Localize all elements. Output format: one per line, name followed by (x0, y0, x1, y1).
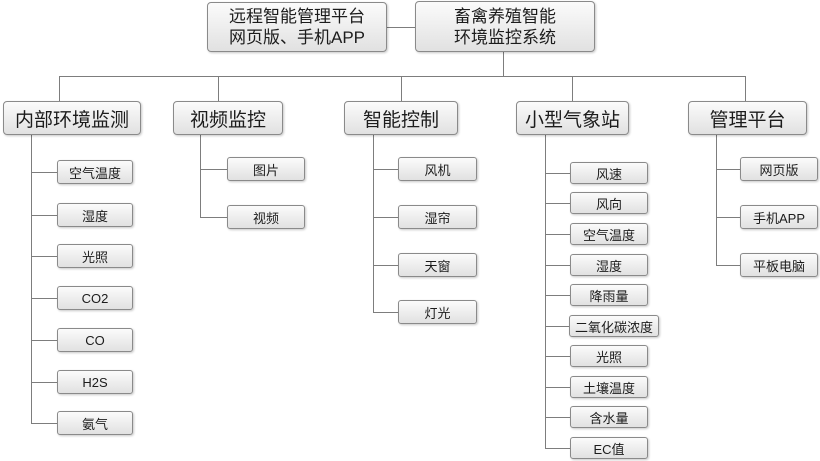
category-label: 智能控制 (362, 109, 439, 131)
smart-control-wet-curtain: 湿帘 (398, 205, 477, 229)
category-label: 管理平台 (709, 109, 786, 131)
management-mobile-app: 手机APP (740, 205, 818, 229)
weather-air-temperature: 空气温度 (570, 223, 648, 245)
internal-env-humidity: 湿度 (57, 203, 133, 227)
video-picture: 图片 (227, 157, 305, 181)
management-tablet: 平板电脑 (740, 253, 818, 277)
weather-rainfall: 降雨量 (570, 284, 648, 306)
category-video: 视频监控 (173, 101, 283, 135)
internal-env-air-temperature: 空气温度 (57, 160, 133, 184)
category-internal-env: 内部环境监测 (3, 101, 141, 135)
weather-co2-concentration: 二氧化碳浓度 (569, 315, 659, 337)
weather-ec-value: EC值 (570, 437, 648, 459)
weather-wind-direction: 风向 (570, 192, 648, 214)
category-weather-station: 小型气象站 (516, 101, 629, 135)
internal-env-illumination: 光照 (57, 244, 133, 268)
category-label: 内部环境监测 (14, 109, 129, 131)
weather-water-content: 含水量 (570, 406, 648, 428)
category-management: 管理平台 (688, 101, 807, 135)
smart-control-lighting: 灯光 (398, 300, 477, 324)
internal-env-ammonia: 氨气 (57, 411, 133, 435)
management-web-version: 网页版 (740, 157, 818, 181)
category-smart-control: 智能控制 (344, 101, 458, 135)
smart-control-fan: 风机 (398, 157, 477, 181)
weather-illumination: 光照 (570, 345, 648, 367)
smart-control-skylight: 天窗 (398, 253, 477, 277)
internal-env-co2: CO2 (57, 286, 133, 310)
weather-humidity: 湿度 (570, 254, 648, 276)
weather-soil-temperature: 土壤温度 (570, 376, 648, 398)
system-root-line1: 畜禽养殖智能 (454, 6, 556, 26)
system-root-node: 畜禽养殖智能 环境监控系统 (415, 1, 595, 52)
remote-platform-line2: 网页版、手机APP (228, 28, 366, 47)
internal-env-co: CO (57, 328, 133, 352)
system-root-line2: 环境监控系统 (454, 27, 556, 47)
remote-platform-node: 远程智能管理平台 网页版、手机APP (207, 2, 387, 52)
category-label: 视频监控 (189, 109, 266, 131)
category-label: 小型气象站 (524, 109, 620, 131)
video-video: 视频 (227, 205, 305, 229)
weather-wind-speed: 风速 (570, 162, 648, 184)
remote-platform-line1: 远程智能管理平台 (229, 7, 365, 26)
internal-env-h2s: H2S (57, 370, 133, 394)
